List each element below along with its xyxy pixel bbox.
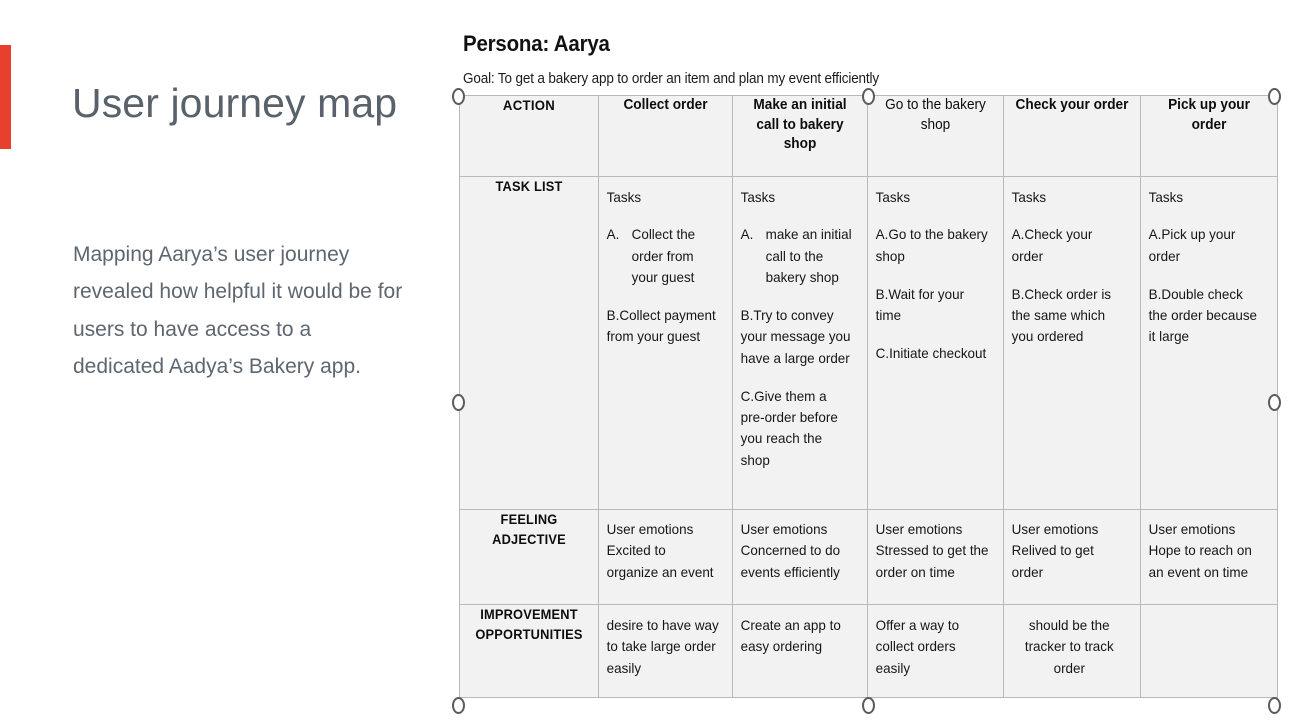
improvement-text: Create an app to easy ordering	[740, 617, 841, 655]
improvement-cell-5[interactable]	[1140, 604, 1278, 698]
task-item: A.make an initial call to the bakery sho…	[740, 226, 852, 285]
tasks-heading: Tasks	[606, 189, 642, 205]
header-label-phase-4: Check your order	[1015, 97, 1129, 113]
improvement-cell-4-content: should be the tracker to track order	[1004, 605, 1135, 687]
header-label-phase-5: Pick up your order	[1168, 97, 1250, 133]
task-item: C.Give them a pre-order before you reach…	[740, 387, 838, 468]
header-cell-phase-1[interactable]: Collect order	[598, 95, 733, 177]
improvement-cell-4[interactable]: should be the tracker to track order	[1003, 604, 1141, 698]
improvement-cell-1-content: desire to have way to take large order e…	[599, 605, 727, 687]
page-title: User journey map	[72, 80, 398, 126]
accent-bar	[0, 45, 11, 149]
row-label-cell-task-list[interactable]: TASK LIST	[459, 176, 599, 510]
emotion-text: Hope to reach on an event on time	[1148, 542, 1252, 580]
table-header-row: ACTION Collect order Make an initial cal…	[459, 95, 1278, 177]
header-cell-phase-5[interactable]: Pick up your order	[1140, 95, 1278, 177]
emotions-heading: User emotions	[1011, 521, 1099, 537]
header-label-phase-1: Collect order	[623, 97, 708, 113]
header-cell-action[interactable]: ACTION	[459, 95, 599, 177]
header-cell-phase-4[interactable]: Check your order	[1003, 95, 1141, 177]
emotion-text: Excited to organize an event	[606, 542, 714, 580]
emotions-heading: User emotions	[606, 521, 694, 537]
handle-top-center[interactable]	[862, 88, 875, 105]
handle-top-right[interactable]	[1268, 88, 1281, 105]
row-label-cell-improvement[interactable]: IMPROVEMENT OPPORTUNITIES	[459, 604, 599, 698]
emotions-heading: User emotions	[875, 521, 963, 537]
persona-goal: Goal: To get a bakery app to order an it…	[463, 71, 879, 87]
emotion-text: Concerned to do events efficiently	[740, 542, 841, 580]
row-label-task-list: TASK LIST	[495, 179, 563, 194]
handle-middle-right[interactable]	[1268, 394, 1281, 411]
improvement-cell-5-content	[1141, 605, 1272, 623]
task-item: B.Double check the order because it larg…	[1148, 285, 1258, 345]
improvement-cell-1[interactable]: desire to have way to take large order e…	[598, 604, 733, 698]
table-row-improvement-opportunities: IMPROVEMENT OPPORTUNITIES desire to have…	[459, 604, 1278, 698]
task-item: A.Check your order	[1011, 226, 1093, 264]
slide-body-text: Mapping Aarya’s user journey revealed ho…	[73, 243, 403, 379]
task-item: B.Collect payment from your guest	[606, 307, 716, 345]
task-item: B.Wait for your time	[875, 285, 965, 324]
emotions-heading: User emotions	[740, 521, 828, 537]
handle-top-left[interactable]	[452, 88, 465, 105]
slide-text-panel: User journey map Mapping Aarya’s user jo…	[0, 0, 455, 723]
emotions-heading: User emotions	[1148, 521, 1236, 537]
handle-bottom-left[interactable]	[452, 697, 465, 714]
header-cell-phase-2[interactable]: Make an initial call to bakery shop	[732, 95, 868, 177]
improvement-cell-3[interactable]: Offer a way to collect orders easily	[867, 604, 1004, 698]
row-label-improvement-opportunities: IMPROVEMENT OPPORTUNITIES	[475, 607, 583, 642]
header-label-action: ACTION	[502, 97, 556, 113]
improvement-cell-2[interactable]: Create an app to easy ordering	[732, 604, 868, 698]
improvement-text: Offer a way to collect orders easily	[875, 617, 960, 676]
row-label-feeling-adjective: FEELING ADJECTIVE	[492, 512, 566, 547]
task-item: C.Initiate checkout	[875, 345, 987, 362]
persona-title: Persona: Aarya	[463, 31, 610, 56]
handle-middle-left[interactable]	[452, 394, 465, 411]
header-label-phase-2: Make an initial call to bakery shop	[753, 97, 847, 153]
tasks-heading: Tasks	[740, 189, 776, 205]
task-item: B.Check order is the same which you orde…	[1011, 285, 1112, 345]
header-cell-phase-3[interactable]: Go to the bakery shop	[867, 95, 1004, 177]
emotion-text: Stressed to get the order on time	[875, 542, 989, 580]
task-item: A.Go to the bakery shop	[875, 226, 988, 264]
row-label-cell-feeling[interactable]: FEELING ADJECTIVE	[459, 509, 599, 605]
handle-bottom-right[interactable]	[1268, 697, 1281, 714]
task-item: A.Pick up your order	[1148, 226, 1236, 264]
handle-bottom-center[interactable]	[862, 697, 875, 714]
improvement-text: should be the tracker to track order	[1024, 617, 1114, 676]
tasks-heading: Tasks	[875, 189, 911, 205]
tasks-heading: Tasks	[1148, 189, 1184, 205]
user-journey-table[interactable]: ACTION Collect order Make an initial cal…	[459, 95, 1278, 698]
task-item: B.Try to convey your message you have a …	[740, 307, 851, 366]
emotion-text: Relived to get order	[1011, 542, 1094, 580]
header-label-phase-3: Go to the bakery shop	[885, 97, 986, 133]
tasks-heading: Tasks	[1011, 189, 1047, 205]
improvement-text: desire to have way to take large order e…	[606, 617, 719, 676]
improvement-cell-2-content: Create an app to easy ordering	[733, 605, 862, 666]
task-item: A.Collect the order from your guest	[606, 226, 696, 285]
improvement-cell-3-content: Offer a way to collect orders easily	[868, 605, 998, 687]
